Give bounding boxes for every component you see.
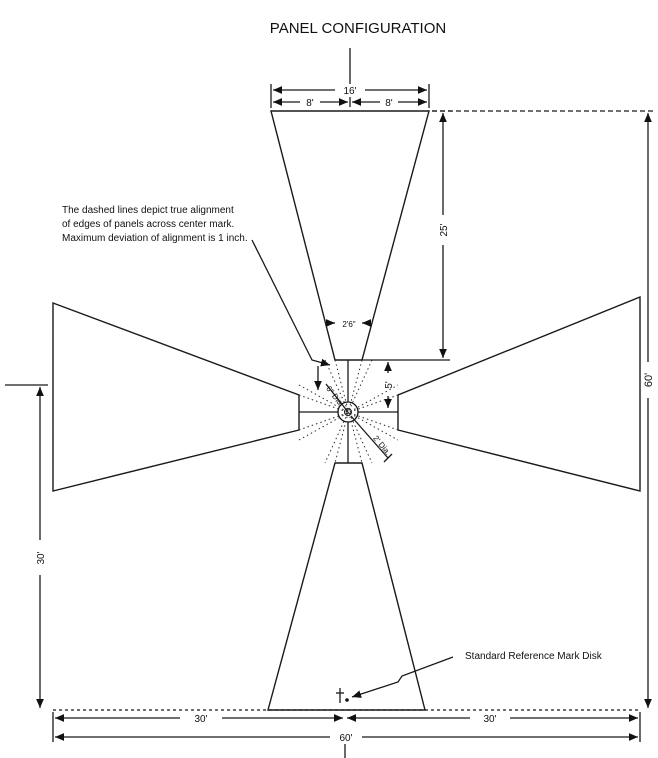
alignment-note: The dashed lines depict true alignment o… — [62, 205, 331, 390]
bottom-panel — [267, 462, 426, 711]
svg-text:5': 5' — [384, 381, 395, 389]
diagram-title: PANEL CONFIGURATION — [270, 20, 446, 37]
dimension-30ft-pair: 30' 30' — [54, 714, 638, 725]
svg-text:2'6": 2'6" — [342, 320, 355, 329]
svg-text:8': 8' — [306, 98, 314, 109]
svg-text:30': 30' — [36, 551, 47, 564]
svg-text:30': 30' — [483, 714, 496, 725]
dimension-2ft6in: 2'6" — [325, 319, 372, 329]
svg-text:8': 8' — [385, 98, 393, 109]
overall-height-label: 60' — [643, 373, 655, 387]
svg-text:25': 25' — [439, 223, 450, 236]
dimension-8ft-pair: 8' 8' — [273, 97, 427, 109]
reference-label: Standard Reference Mark Disk — [465, 651, 603, 662]
svg-text:of edges of panels across cent: of edges of panels across center mark. — [62, 219, 234, 230]
svg-text:Maximum deviation of alignment: Maximum deviation of alignment is 1 inch… — [62, 233, 248, 244]
dimension-60ft-vertical: 60' — [432, 110, 656, 708]
left-panel — [52, 301, 300, 492]
svg-text:The dashed lines depict true a: The dashed lines depict true alignment — [62, 205, 234, 216]
dimension-16ft: 16' — [270, 84, 430, 108]
dimension-60ft-horizontal: 60' — [52, 712, 641, 758]
dimension-30ft-vertical: 30' — [5, 384, 48, 708]
dimension-5ft: 5' — [384, 362, 395, 408]
reference-mark-disk: Standard Reference Mark Disk — [336, 651, 603, 703]
svg-text:30': 30' — [194, 714, 207, 725]
center-mark: 6" Dia. 2' Dia. — [298, 359, 399, 464]
svg-text:16': 16' — [343, 86, 356, 97]
svg-text:60': 60' — [339, 733, 352, 744]
right-panel — [397, 295, 641, 492]
outer-dia-label: 2' Dia. — [371, 434, 392, 457]
